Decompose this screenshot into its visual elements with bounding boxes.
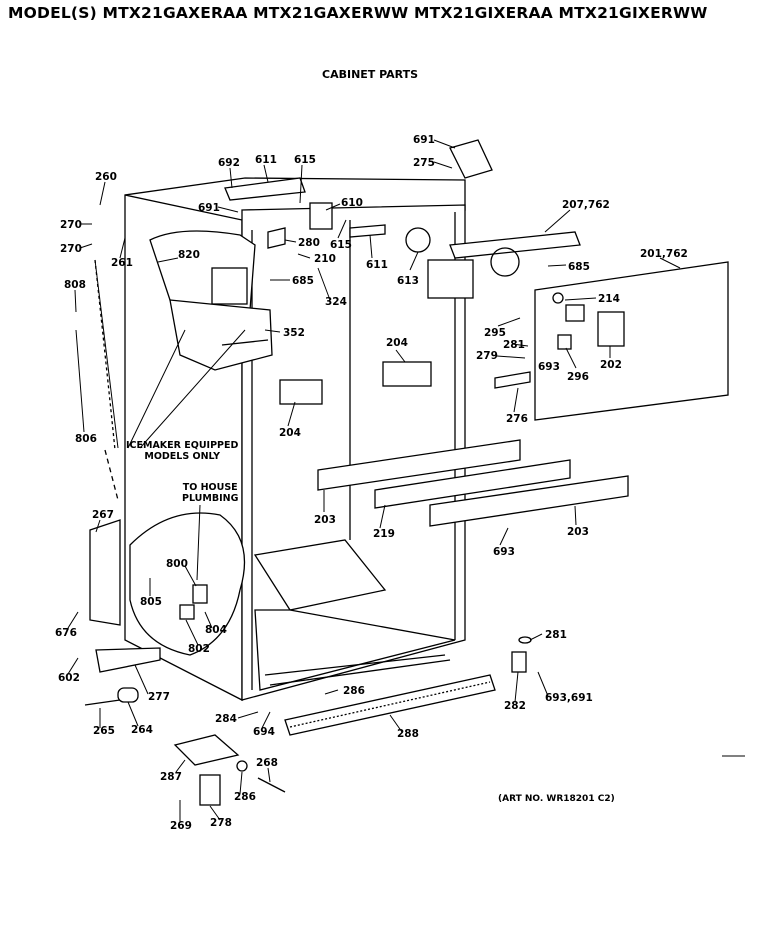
callout-276: 276 [506, 413, 528, 425]
icemaker-assembly [149, 230, 273, 371]
callout-210: 210 [314, 253, 336, 265]
callout-204b: 204 [279, 427, 301, 439]
callout-219: 219 [373, 528, 395, 540]
callout-264: 264 [131, 724, 153, 736]
callout-281a: 281 [503, 339, 525, 351]
callout-202: 202 [600, 359, 622, 371]
callout-287: 287 [160, 771, 182, 783]
callout-613: 613 [397, 275, 419, 287]
shelf-support-rails [279, 361, 629, 527]
callout-286b: 286 [234, 791, 256, 803]
callout-804: 804 [205, 624, 227, 636]
toe-grille [284, 674, 496, 736]
callout-693b: 693 [493, 546, 515, 558]
callout-676: 676 [55, 627, 77, 639]
callout-282: 282 [504, 700, 526, 712]
callout-685a: 685 [292, 275, 314, 287]
callout-275: 275 [413, 157, 435, 169]
callout-labels: 691 275 692 611 615 691 610 615 611 613 … [55, 134, 688, 832]
callout-352: 352 [283, 327, 305, 339]
callout-800: 800 [166, 558, 188, 570]
callout-277: 277 [148, 691, 170, 703]
callout-286a: 286 [343, 685, 365, 697]
callout-268: 268 [256, 757, 278, 769]
roller-assembly [173, 734, 286, 806]
left-side-parts [84, 519, 161, 706]
hinge-parts [494, 334, 572, 673]
callout-693-691: 693,691 [545, 692, 593, 704]
callout-296: 296 [567, 371, 589, 383]
callout-693a: 693 [538, 361, 560, 373]
callout-267: 267 [92, 509, 114, 521]
callout-270b: 270 [60, 243, 82, 255]
callout-820: 820 [178, 249, 200, 261]
callout-805: 805 [140, 596, 162, 608]
callout-261: 261 [111, 257, 133, 269]
callout-685b: 685 [568, 261, 590, 273]
callout-204a: 204 [386, 337, 408, 349]
callout-214: 214 [598, 293, 620, 305]
model-list-title: MODEL(S) MTX21GAXERAA MTX21GAXERWW MTX21… [8, 4, 708, 22]
callout-692: 692 [218, 157, 240, 169]
callout-203a: 203 [314, 514, 336, 526]
callout-615a: 615 [294, 154, 316, 166]
plumbing-note: TO HOUSE PLUMBING [182, 482, 238, 504]
icemaker-note-line2: MODELS ONLY [144, 451, 220, 462]
callout-279: 279 [476, 350, 498, 362]
rear-shroud-panel [534, 261, 729, 421]
callout-201-762: 201,762 [640, 248, 688, 260]
section-title: CABINET PARTS [322, 68, 419, 81]
leader-lines [67, 139, 745, 822]
callout-694: 694 [253, 726, 275, 738]
callout-281b: 281 [545, 629, 567, 641]
callout-806: 806 [75, 433, 97, 445]
callout-260: 260 [95, 171, 117, 183]
callout-265: 265 [93, 725, 115, 737]
callout-324: 324 [325, 296, 347, 308]
icemaker-note: ICEMAKER EQUIPPED MODELS ONLY [126, 440, 238, 462]
callout-203b: 203 [567, 526, 589, 538]
callout-278: 278 [210, 817, 232, 829]
callout-602: 602 [58, 672, 80, 684]
icemaker-note-line1: ICEMAKER EQUIPPED [126, 440, 239, 451]
callout-691a: 691 [413, 134, 435, 146]
callout-280: 280 [298, 237, 320, 249]
callout-269: 269 [170, 820, 192, 832]
callout-611b: 611 [366, 259, 388, 271]
callout-284: 284 [215, 713, 237, 725]
top-brackets [224, 139, 493, 249]
callout-288: 288 [397, 728, 419, 740]
callout-691b: 691 [198, 202, 220, 214]
callout-615b: 615 [330, 239, 352, 251]
callout-611a: 611 [255, 154, 277, 166]
callout-808: 808 [64, 279, 86, 291]
callout-295: 295 [484, 327, 506, 339]
callout-802: 802 [188, 643, 210, 655]
plumbing-note-line2: PLUMBING [182, 493, 239, 504]
callout-610: 610 [341, 197, 363, 209]
art-number: (ART NO. WR18201 C2) [498, 794, 615, 804]
callout-270a: 270 [60, 219, 82, 231]
plumbing-note-line1: TO HOUSE [182, 482, 238, 493]
callout-207-762: 207,762 [562, 199, 610, 211]
